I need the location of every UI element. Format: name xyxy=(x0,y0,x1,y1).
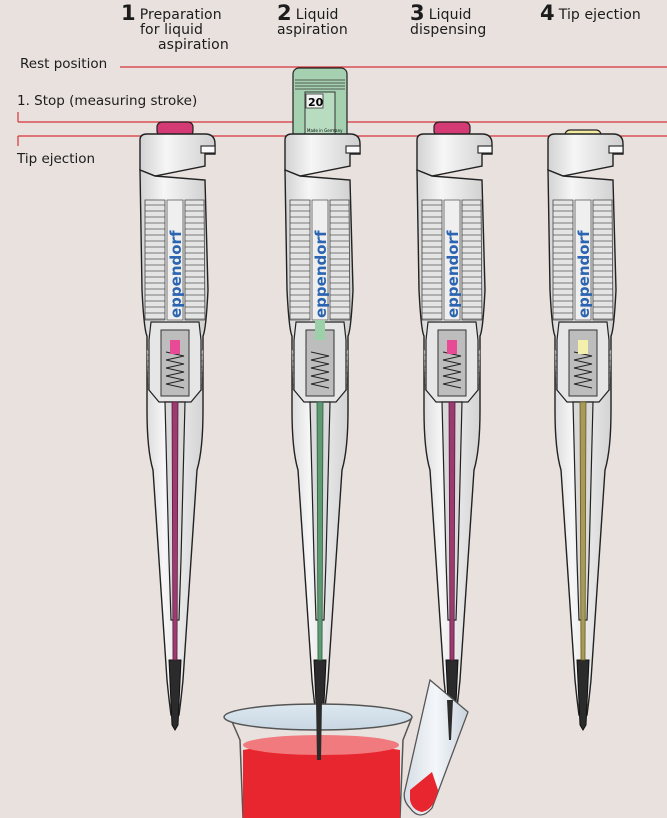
brand-logo: eppendorf xyxy=(167,230,185,318)
made-in-germany-label: Made in Germany xyxy=(307,128,343,133)
brand-logo: eppendorf xyxy=(575,230,593,318)
pipette-2: 20 Made in Germany xyxy=(285,68,360,730)
beaker xyxy=(224,700,412,818)
brand-logo: eppendorf xyxy=(444,230,462,318)
volume-display: 20 xyxy=(308,96,324,109)
brand-logo: eppendorf xyxy=(312,230,330,318)
pipette-3 xyxy=(417,122,492,730)
pipette-1 xyxy=(140,122,215,730)
pipette-4 xyxy=(548,130,623,730)
